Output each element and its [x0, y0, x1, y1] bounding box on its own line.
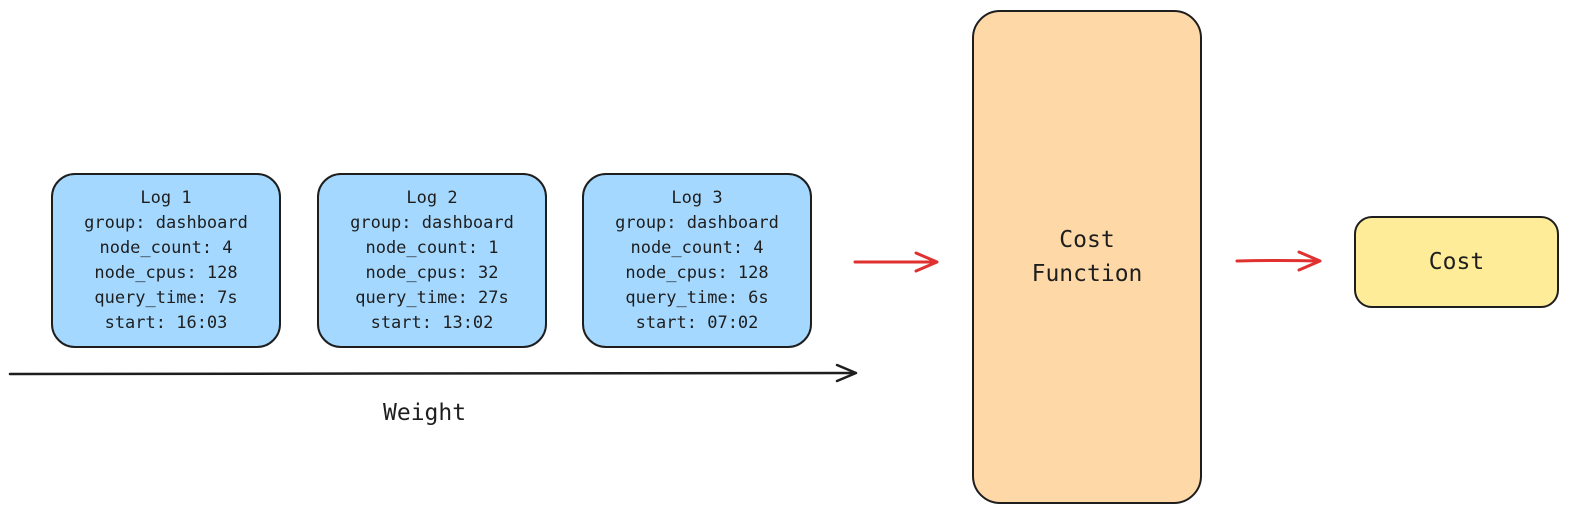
weight-axis-arrow — [8, 363, 858, 383]
log-node-count: node_count: 1 — [365, 237, 499, 258]
cost-function-to-cost-arrow — [1235, 250, 1322, 272]
log-node-count: node_count: 4 — [630, 237, 764, 258]
cost-function-label-line-1: Cost — [1059, 227, 1115, 253]
log-query-time: query_time: 27s — [355, 287, 509, 308]
cost-output-box: Cost — [1354, 216, 1559, 308]
log-query-time: query_time: 7s — [94, 287, 238, 308]
log-start: start: 13:02 — [370, 312, 494, 333]
log-start: start: 07:02 — [635, 312, 759, 333]
weight-label: Weight — [383, 400, 467, 426]
log-node-cpus: node_cpus: 32 — [365, 262, 499, 283]
cost-function-box: Cost Function — [972, 10, 1202, 504]
log-title: Log 2 — [406, 187, 458, 208]
log-node-count: node_count: 4 — [99, 237, 233, 258]
logs-to-cost-function-arrow — [853, 251, 939, 273]
log-title: Log 1 — [140, 187, 192, 208]
log-group: group: dashboard — [84, 212, 248, 233]
log-2-box: Log 2 group: dashboard node_count: 1 nod… — [317, 173, 547, 348]
log-3-box: Log 3 group: dashboard node_count: 4 nod… — [582, 173, 812, 348]
log-node-cpus: node_cpus: 128 — [94, 262, 238, 283]
log-node-cpus: node_cpus: 128 — [625, 262, 769, 283]
log-start: start: 16:03 — [104, 312, 228, 333]
log-group: group: dashboard — [615, 212, 779, 233]
log-title: Log 3 — [671, 187, 723, 208]
log-group: group: dashboard — [350, 212, 514, 233]
cost-output-label: Cost — [1428, 249, 1485, 275]
cost-function-label-line-2: Function — [1031, 261, 1143, 287]
log-1-box: Log 1 group: dashboard node_count: 4 nod… — [51, 173, 281, 348]
log-query-time: query_time: 6s — [625, 287, 769, 308]
